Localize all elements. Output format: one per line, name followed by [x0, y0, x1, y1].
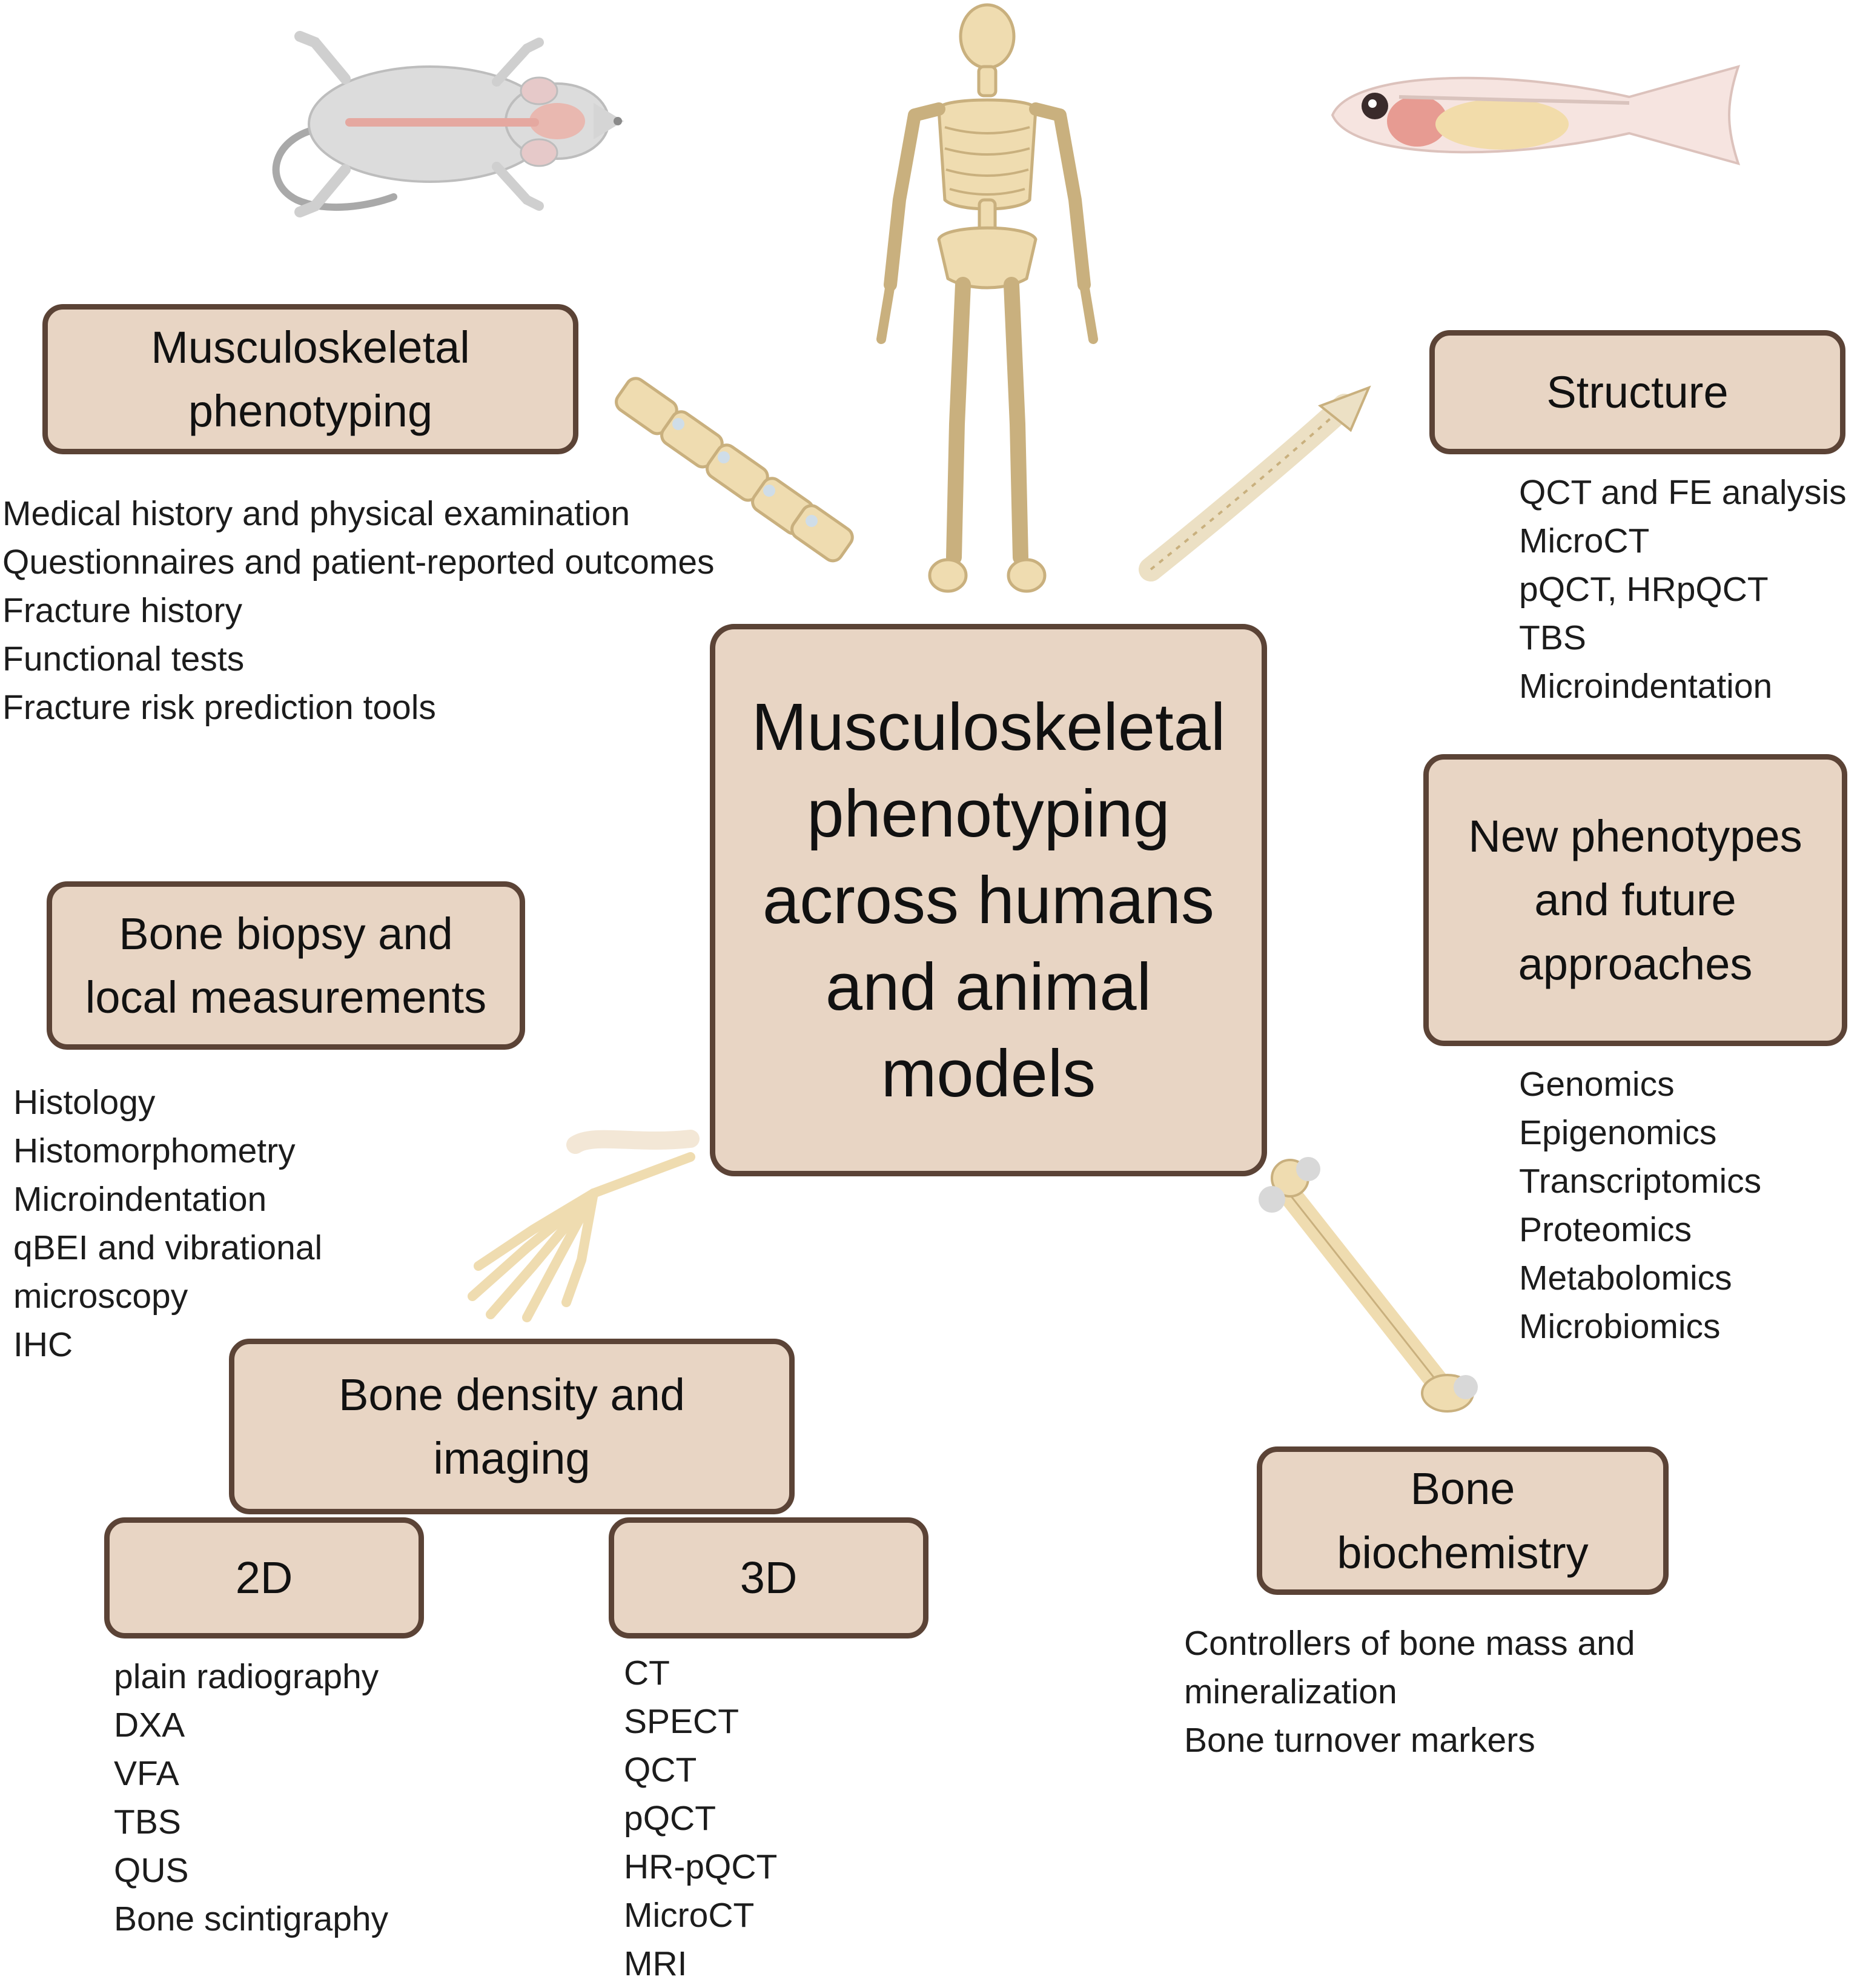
list-item: Transcriptomics: [1519, 1162, 1762, 1201]
list-item: QCT: [624, 1751, 697, 1789]
box-title-line: approaches: [1518, 938, 1753, 989]
list-item: Microindentation: [13, 1180, 267, 1219]
list-item: SPECT: [624, 1702, 740, 1741]
list-item: DXA: [114, 1706, 185, 1744]
list-item: Fracture history: [2, 591, 242, 630]
box-title-line: Musculoskeletal: [151, 322, 470, 373]
three-d-box: 3D: [609, 1517, 928, 1638]
list-item: Genomics: [1519, 1065, 1675, 1104]
bone-density-box: Bone density and imaging: [229, 1339, 795, 1514]
center-title-line: phenotyping: [807, 776, 1170, 851]
box-title-line: phenotyping: [188, 386, 433, 436]
bone-biochemistry-list: Controllers of bone mass and mineralizat…: [1184, 1619, 1635, 1764]
box-title-line: imaging: [433, 1433, 591, 1483]
list-item: MicroCT: [624, 1896, 755, 1935]
list-item: IHC: [13, 1325, 73, 1364]
structure-list: QCT and FE analysis MicroCT pQCT, HRpQCT…: [1519, 468, 1847, 711]
list-item: Functional tests: [2, 640, 245, 678]
list-item: Microindentation: [1519, 667, 1773, 706]
list-item: Microbiomics: [1519, 1307, 1721, 1346]
list-item: TBS: [1519, 618, 1586, 657]
list-item: CT: [624, 1654, 670, 1692]
zebrafish-icon: [1331, 65, 1741, 165]
list-item: mineralization: [1184, 1672, 1397, 1711]
structure-box: Structure: [1429, 330, 1845, 454]
box-title-line: New phenotypes: [1468, 811, 1802, 862]
list-item: Bone turnover markers: [1184, 1721, 1535, 1760]
list-item: Controllers of bone mass and: [1184, 1624, 1635, 1663]
new-phenotypes-box: New phenotypes and future approaches: [1423, 754, 1847, 1046]
list-item: TBS: [114, 1803, 181, 1841]
box-title-line: and future: [1534, 875, 1736, 926]
box-title-line: 3D: [740, 1552, 798, 1603]
list-item: pQCT, HRpQCT: [1519, 570, 1769, 609]
list-item: Medical history and physical examination: [2, 494, 630, 533]
list-item: QUS: [114, 1851, 189, 1890]
list-item: qBEI and vibrational: [13, 1228, 323, 1267]
box-title-line: Bone density and: [339, 1369, 685, 1420]
list-item: pQCT: [624, 1799, 717, 1838]
box-title-line: Bone biopsy and: [119, 908, 453, 959]
mouse-icon: [272, 31, 624, 217]
femur-icon: [1259, 1157, 1478, 1413]
center-title-line: models: [881, 1036, 1096, 1111]
spine-segment-icon: [615, 377, 854, 563]
center-title-line: across humans: [763, 863, 1214, 938]
box-title-line: Structure: [1546, 366, 1729, 417]
new-phenotypes-list: Genomics Epigenomics Transcriptomics Pro…: [1519, 1060, 1761, 1351]
box-title-line: Bone: [1410, 1463, 1515, 1514]
box-title-line: local measurements: [85, 972, 487, 1022]
two-d-box: 2D: [104, 1517, 424, 1638]
bone-biochemistry-box: Bone biochemistry: [1257, 1446, 1669, 1595]
box-title-line: 2D: [235, 1552, 293, 1603]
box-title-line: biochemistry: [1337, 1527, 1589, 1578]
list-item: Histomorphometry: [13, 1132, 296, 1170]
center-title-box: Musculoskeletal phenotyping across human…: [710, 624, 1267, 1176]
list-item: MRI: [624, 1944, 687, 1983]
list-item: QCT and FE analysis: [1519, 473, 1847, 512]
list-item: VFA: [114, 1754, 179, 1793]
list-item: microscopy: [13, 1277, 188, 1316]
musculoskeletal-phenotyping-list: Medical history and physical examination…: [2, 489, 715, 732]
list-item: Epigenomics: [1519, 1113, 1717, 1152]
center-title-line: Musculoskeletal: [751, 689, 1226, 764]
center-title-line: and animal: [825, 949, 1152, 1024]
list-item: HR-pQCT: [624, 1847, 778, 1886]
list-item: Bone scintigraphy: [114, 1900, 389, 1938]
hand-bones-icon: [468, 1130, 700, 1322]
three-d-list: CT SPECT QCT pQCT HR-pQCT MicroCT MRI: [624, 1649, 777, 1988]
vertebral-column-icon: [1139, 385, 1371, 581]
list-item: Histology: [13, 1083, 156, 1122]
two-d-list: plain radiography DXA VFA TBS QUS Bone s…: [114, 1652, 388, 1943]
musculoskeletal-phenotyping-box: Musculoskeletal phenotyping: [42, 304, 578, 454]
list-item: Questionnaires and patient-reported outc…: [2, 543, 715, 581]
list-item: plain radiography: [114, 1657, 379, 1696]
list-item: Metabolomics: [1519, 1259, 1732, 1297]
list-item: Fracture risk prediction tools: [2, 688, 436, 727]
skeleton-icon: [876, 3, 1098, 593]
list-item: Proteomics: [1519, 1210, 1692, 1249]
bone-biopsy-box: Bone biopsy and local measurements: [47, 881, 525, 1050]
bone-biopsy-list: Histology Histomorphometry Microindentat…: [13, 1078, 322, 1369]
list-item: MicroCT: [1519, 522, 1650, 560]
